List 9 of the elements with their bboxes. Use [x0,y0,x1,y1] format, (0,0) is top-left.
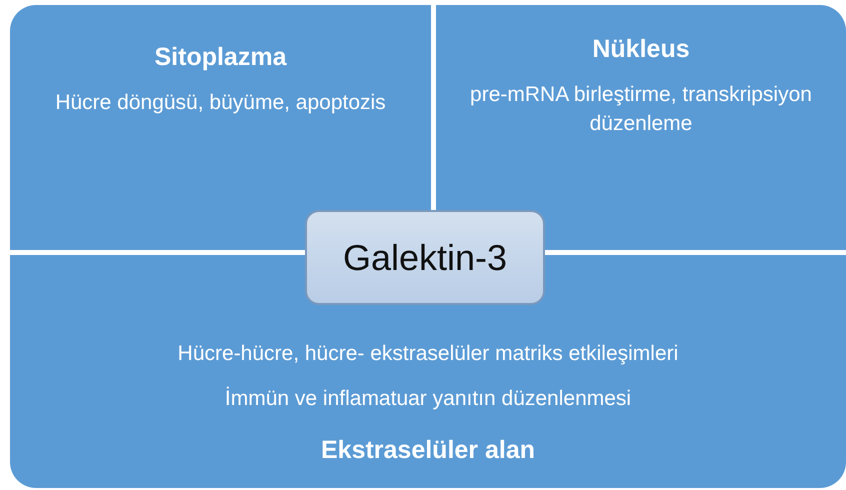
region-description: Hücre döngüsü, büyüme, apoptozis [55,90,386,116]
region-description: Hücre-hücre, hücre- ekstraselüler matriks etkileşimleri [178,341,678,367]
central-box [305,210,545,305]
region-description: İmmün ve inflamatuar yanıtın düzenlenmesi [224,386,632,412]
region-description: pre-mRNA birleştirme, transkripsiyon düzenleme [469,82,813,138]
central-label: Galektin-3 [342,236,508,278]
region-title: Ekstraselüler alan [320,436,535,465]
region-title: Nükleus [592,35,690,64]
region-title: Sitoplazma [154,43,286,72]
